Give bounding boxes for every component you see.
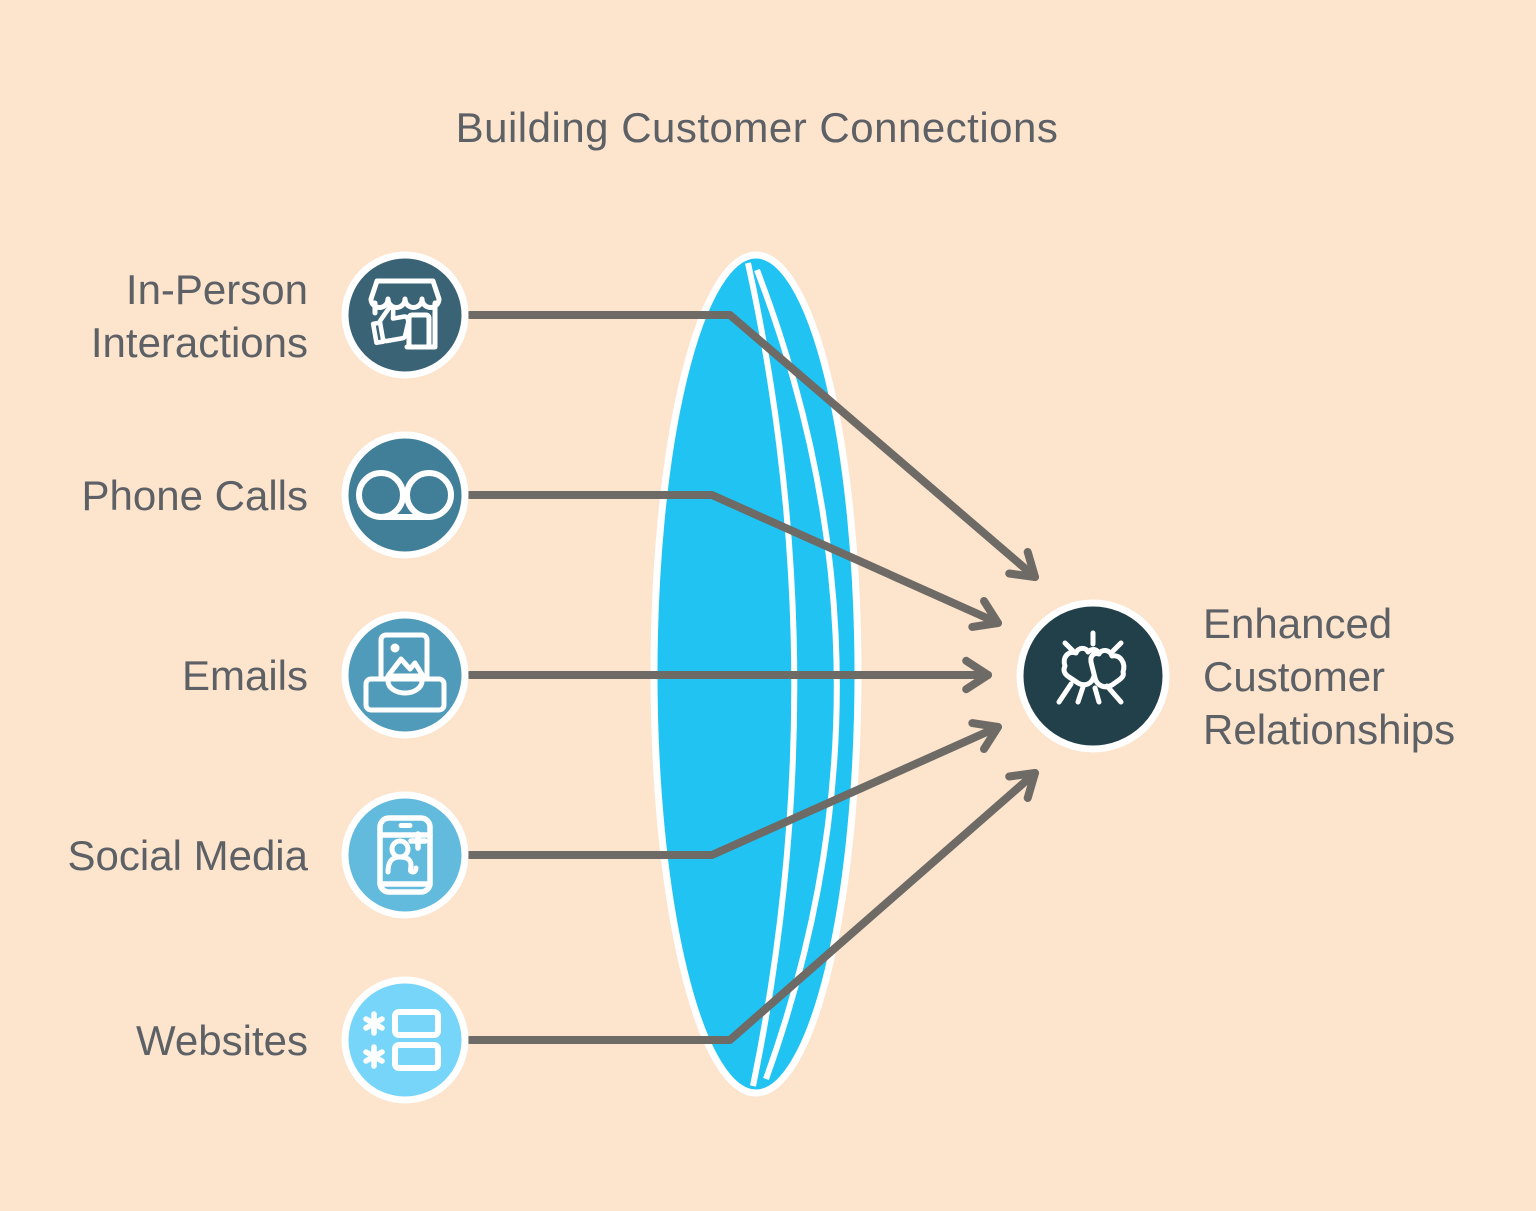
connector-arrows bbox=[466, 311, 1039, 1044]
arrowhead-icon bbox=[1005, 548, 1039, 581]
icon-circle bbox=[341, 976, 469, 1104]
voicemail-icon bbox=[341, 431, 469, 559]
connector-in-person bbox=[466, 311, 1039, 581]
label-websites: Websites bbox=[136, 1017, 308, 1064]
fist-bump-icon bbox=[1016, 599, 1170, 753]
arrowhead-icon bbox=[962, 656, 992, 694]
form-fields-icon bbox=[341, 976, 469, 1104]
phone-add-user-icon bbox=[341, 791, 469, 919]
label-social-media: Social Media bbox=[67, 832, 308, 879]
diagram-title: Building Customer Connections bbox=[455, 104, 1059, 151]
arrowhead-icon bbox=[968, 719, 1002, 753]
label-emails: Emails bbox=[181, 652, 308, 699]
connector-websites bbox=[466, 769, 1039, 1044]
label-in-person: In-Person Interactions bbox=[90, 266, 308, 366]
label-enhanced-customer-relationships: Enhanced Customer Relationships bbox=[1203, 600, 1456, 753]
connector-social-media bbox=[466, 723, 1002, 859]
inbox-photo-icon bbox=[341, 611, 469, 739]
storefront-thumbs-up-icon bbox=[341, 251, 469, 379]
arrowhead-icon bbox=[968, 597, 1002, 631]
arrowhead-icon bbox=[1005, 769, 1039, 802]
connector-phone-calls bbox=[466, 491, 1002, 627]
label-phone-calls: Phone Calls bbox=[81, 472, 308, 519]
